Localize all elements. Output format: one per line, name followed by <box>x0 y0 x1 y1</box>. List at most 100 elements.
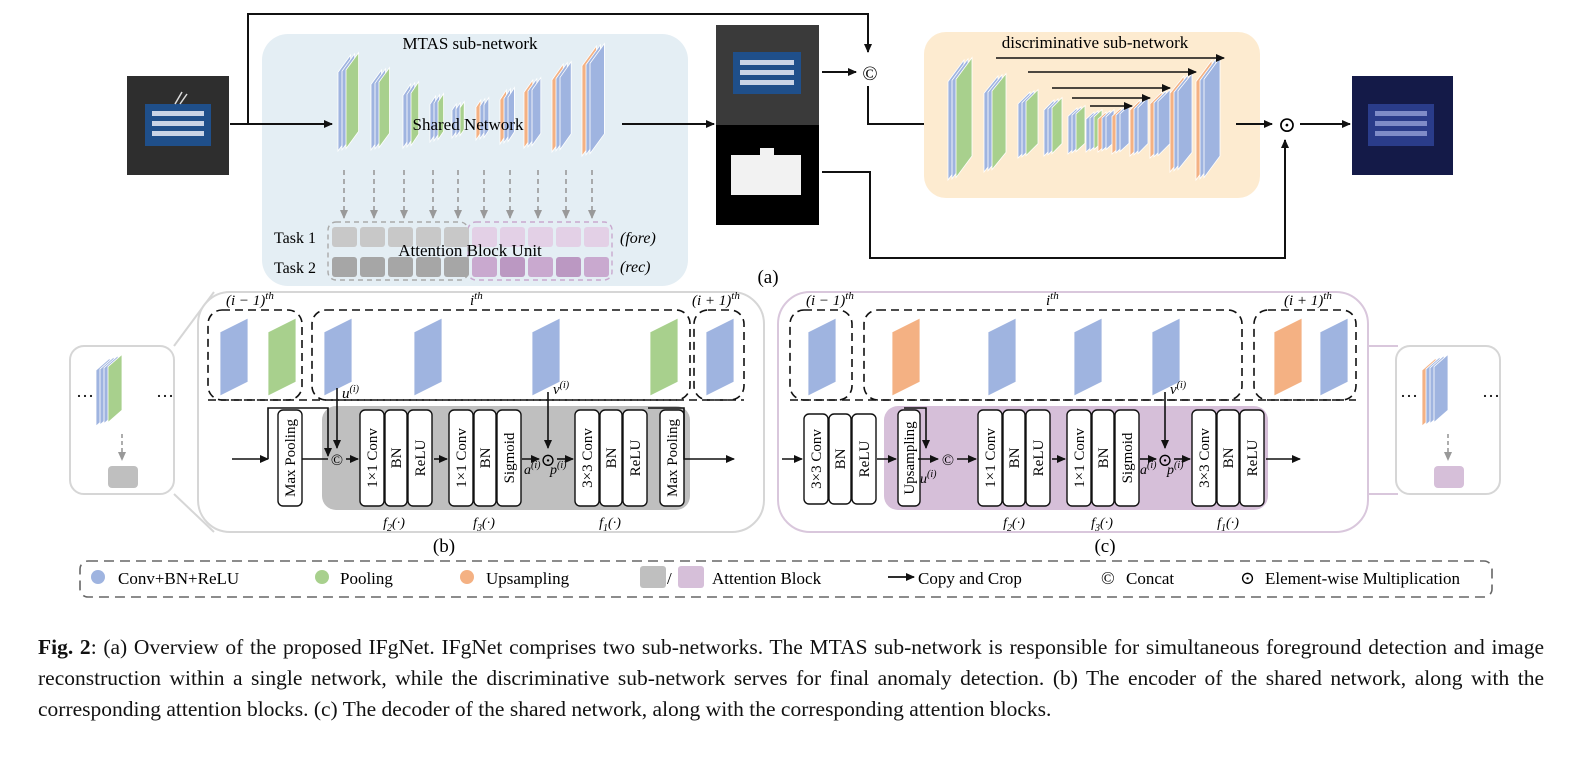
legend-attn-purple-swatch <box>678 566 704 588</box>
abu-cell-1-7 <box>528 257 553 277</box>
mtas-subnetwork-box <box>262 34 688 286</box>
encoder-block-0-2 <box>345 51 360 150</box>
b-bn-box-1 <box>384 409 408 507</box>
c-f3-label: f3(·) <box>1091 516 1113 534</box>
abu-cell-1-3 <box>416 257 441 277</box>
b-cur-label: ith <box>470 290 483 309</box>
b-bn-box-2 <box>473 409 497 507</box>
c-conv1x1-box-1-label: 1×1 Conv <box>983 428 999 488</box>
legend-mult-symbol: ⊙ <box>1240 568 1255 588</box>
disc-encoder-3-2 <box>1051 96 1063 155</box>
abu-cell-0-5 <box>472 227 497 247</box>
c-small-stack-3 <box>1433 353 1449 424</box>
abu-cell-0-4 <box>444 227 469 247</box>
fore-label: (fore) <box>620 230 656 247</box>
c-next-label: (i + 1)th <box>1284 290 1332 309</box>
b-relu-box-2-label: ReLU <box>628 440 644 477</box>
c-layer-6 <box>1319 317 1349 397</box>
b-layer-0 <box>219 317 249 397</box>
b-relu-box-1 <box>407 409 433 507</box>
attention-arrows <box>340 170 596 219</box>
disc-decoder-2-2 <box>1137 96 1149 155</box>
abu-cell-0-6 <box>500 227 525 247</box>
b-layer-4 <box>531 317 561 397</box>
c-conv1x1-box-2-label: 1×1 Conv <box>1072 428 1088 488</box>
multiply-symbol: ⊙ <box>1278 112 1296 137</box>
b-relu-box-2 <box>622 409 648 507</box>
decoder-block-1-2 <box>507 86 515 143</box>
panel-b: ······ (i − 1)th ith (i + 1)th Max Pooli… <box>69 290 765 557</box>
c-a-label: a(i) <box>1140 460 1157 478</box>
c-conv3x3-box-1-label: 3×3 Conv <box>809 429 825 489</box>
legend-upsampling-swatch <box>460 570 474 584</box>
encoder-block-3-2 <box>437 92 445 141</box>
c-bn-box-3 <box>1091 409 1115 507</box>
reconstructed-image <box>716 25 819 125</box>
abu-cell-1-6 <box>500 257 525 277</box>
b-next-label: (i + 1)th <box>692 290 740 309</box>
disc-decoder-5-2 <box>1203 56 1221 179</box>
task1-label: Task 1 <box>274 230 316 247</box>
b-f1-label: f1(·) <box>599 516 621 534</box>
disc-title: discriminative sub-network <box>1002 33 1189 52</box>
c-relu-box-1 <box>851 413 877 505</box>
abu-cell-1-9 <box>584 257 609 277</box>
caption-fig-label: Fig. 2 <box>38 635 91 659</box>
c-mult-symbol: ⊙ <box>1157 450 1172 470</box>
b-bn-box-2-label: BN <box>478 447 494 468</box>
abu-cell-0-2 <box>388 227 413 247</box>
foreground-mask-image <box>716 125 819 225</box>
task2-label: Task 2 <box>274 260 316 277</box>
c-relu-box-2-label: ReLU <box>1031 440 1047 477</box>
abu-cell-0-1 <box>360 227 385 247</box>
b-u-label: u(i) <box>342 384 360 402</box>
concat-symbol: © <box>862 63 877 85</box>
b-maxpool-box <box>277 409 303 507</box>
c-relu-box-3-label: ReLU <box>1245 440 1261 477</box>
legend-slash: / <box>667 569 672 588</box>
b-relu-box-1-label: ReLU <box>413 440 429 477</box>
legend-pooling-swatch <box>315 570 329 584</box>
panel-c-label: (c) <box>1094 536 1115 557</box>
legend-mult-label: Element-wise Multiplication <box>1265 569 1460 588</box>
shared-network-label: Shared Network <box>413 115 524 134</box>
b-layer-1 <box>267 317 297 397</box>
b-p-label: p(i) <box>549 460 567 478</box>
b-conv3x3-box <box>574 409 600 507</box>
encoder-block-4-2 <box>459 100 465 137</box>
attention-block-unit-label: Attention Block Unit <box>398 241 542 260</box>
b-conv1x1-box-2-label: 1×1 Conv <box>454 428 470 488</box>
b-layer-3 <box>413 317 443 397</box>
disc-decoder-4-2 <box>1177 72 1193 171</box>
disc-encoder-2-2 <box>1025 88 1039 157</box>
panel-a-label: (a) <box>757 267 778 288</box>
c-f1-label: f1(·) <box>1217 516 1239 534</box>
c-sigmoid-box <box>1114 409 1140 507</box>
b-conv1x1-box-1-label: 1×1 Conv <box>365 428 381 488</box>
c-layer-0 <box>807 317 837 397</box>
disc-encoder-0-2 <box>955 56 973 179</box>
c-bn-box-3-label: BN <box>1096 447 1112 468</box>
attention-block-unit <box>327 221 613 281</box>
c-u-label: u(i) <box>920 469 937 487</box>
c-upsampling-box <box>897 409 921 507</box>
b-layer-5 <box>649 317 679 397</box>
b-sigmoid-box-label: Sigmoid <box>502 432 518 483</box>
decoder-block-0-2 <box>483 96 490 139</box>
decoder-block-4-2 <box>589 42 605 155</box>
disc-encoder-4-2 <box>1075 104 1086 153</box>
b-bn-box-1-label: BN <box>389 447 405 468</box>
disc-decoder-1-2 <box>1119 104 1130 153</box>
abu-cell-1-4 <box>444 257 469 277</box>
abu-cell-0-9 <box>584 227 609 247</box>
b-conv1x1-box-1 <box>359 409 385 507</box>
c-bn-box-4-label: BN <box>1221 447 1237 468</box>
b-conv1x1-box-2 <box>448 409 474 507</box>
b-maxpool-box-label: Max Pooling <box>283 419 299 497</box>
c-relu-box-3 <box>1239 409 1265 507</box>
abu-decoder-frame <box>467 221 613 281</box>
c-bn-box-4 <box>1216 409 1240 507</box>
b-layer-6 <box>705 317 735 397</box>
shared-network-layers <box>337 42 605 158</box>
